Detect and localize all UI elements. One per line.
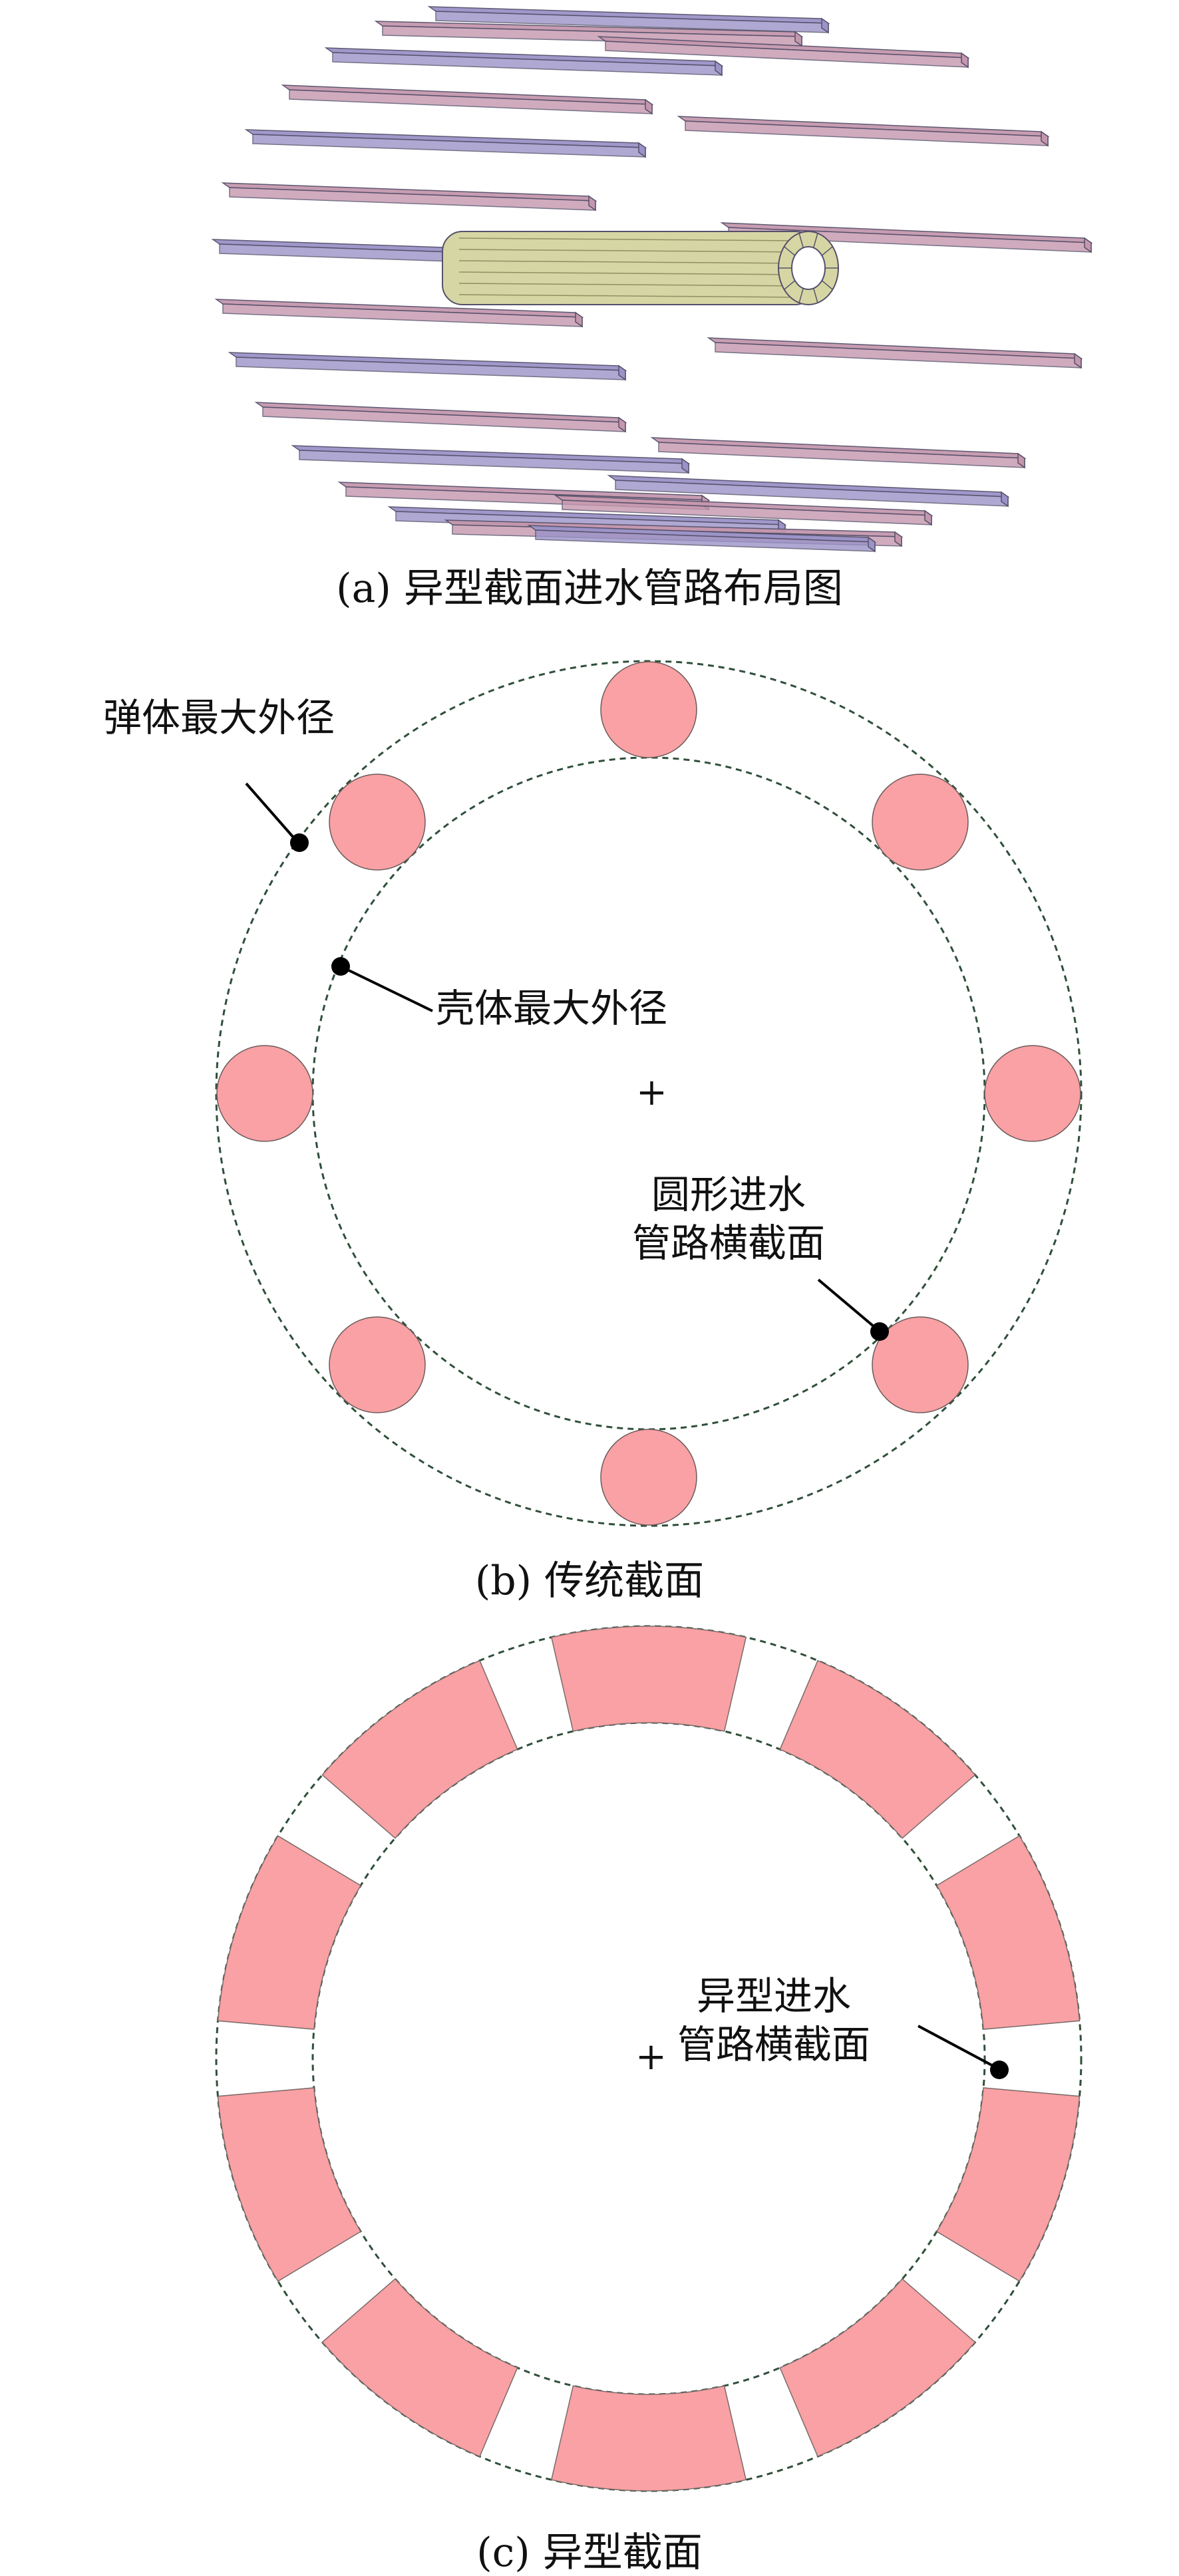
inlet-pipe-bar (707, 337, 1083, 369)
special-shaped-inlet-pipe-section (217, 1835, 362, 2030)
leader-line-outer (245, 782, 299, 844)
caption-a: (a) 异型截面进水管路布局图 (336, 565, 843, 612)
label-special-pipe-section-line2: 管路横截面 (677, 2021, 871, 2067)
circular-inlet-pipe-section (329, 1316, 426, 1413)
circular-inlet-pipe-section (984, 1045, 1081, 1142)
inlet-pipe-bar (291, 445, 691, 474)
inlet-pipe-bar (607, 475, 1010, 507)
leader-dot-outer (290, 833, 309, 852)
leader-line-shell (340, 965, 433, 1012)
inlet-pipe-bar (244, 129, 647, 158)
special-shaped-inlet-pipe-section (779, 2278, 976, 2458)
panel-c: 异型进水 管路横截面 + (c) 异型截面 (0, 1623, 1179, 2575)
label-special-pipe-section: 异型进水 管路横截面 (677, 1972, 870, 2069)
special-shaped-inlet-pipe-section (779, 1659, 976, 1839)
label-shell-max-outer-diameter: 壳体最大外径 (436, 986, 668, 1031)
special-shaped-cross-section-diagram (215, 1625, 1083, 2492)
circular-inlet-pipe-section (216, 1045, 313, 1142)
label-circular-pipe-section-line1: 圆形进水 (651, 1172, 806, 1217)
inlet-pipe-bar (221, 182, 597, 212)
special-shaped-inlet-pipe-section (550, 2385, 747, 2492)
special-shaped-inlet-pipe-section (935, 2087, 1081, 2282)
center-mark-c: + (635, 2035, 667, 2078)
label-circular-pipe-section: 圆形进水 管路横截面 (632, 1171, 825, 1267)
special-shaped-inlet-pipe-section (321, 1659, 518, 1839)
circular-inlet-pipe-section (872, 774, 969, 871)
circular-inlet-pipe-section (872, 1316, 969, 1413)
inlet-pipe-bar (324, 47, 724, 76)
center-mark-b: + (636, 1071, 667, 1114)
special-shaped-inlet-pipe-section (935, 1835, 1081, 2030)
inlet-pipe-bar (554, 495, 933, 526)
leader-dot-pipe (870, 1322, 889, 1341)
panel-b: 弹体最大外径 壳体最大外径 圆形进水 管路横截面 + (b) 传统截面 (0, 639, 1179, 1623)
leader-line-special-pipe (918, 2025, 999, 2070)
circular-inlet-pipe-section (329, 774, 426, 871)
inlet-pipe-bar (527, 525, 877, 553)
panel-a: (a) 异型截面进水管路布局图 (0, 0, 1179, 639)
circular-inlet-pipe-section (600, 661, 697, 758)
label-missile-max-outer-diameter: 弹体最大外径 (103, 695, 335, 740)
leader-dot-special-pipe (990, 2061, 1009, 2079)
inlet-pipe-bar (254, 402, 627, 433)
inlet-pipe-bar (650, 437, 1027, 469)
caption-c: (c) 异型截面 (476, 2529, 703, 2576)
special-shaped-inlet-pipe-section (321, 2278, 518, 2458)
caption-b: (b) 传统截面 (474, 1558, 705, 1604)
special-shaped-inlet-pipe-section (217, 2087, 362, 2282)
inlet-pipe-bar (228, 352, 627, 381)
inlet-pipe-bar (214, 299, 584, 328)
central-core-cylinder (442, 231, 839, 305)
leader-line-pipe (817, 1278, 880, 1332)
inlet-pipe-bar (597, 36, 970, 69)
circular-inlet-pipe-section (600, 1429, 697, 1526)
special-shaped-inlet-pipe-section (550, 1626, 747, 1732)
leader-dot-shell (331, 957, 350, 976)
inlet-pipe-bar (677, 116, 1050, 147)
pipe-layout-3d-illustration (211, 6, 1093, 553)
inlet-pipe-bar (427, 6, 830, 34)
traditional-cross-section-diagram (215, 660, 1083, 1527)
label-special-pipe-section-line1: 异型进水 (697, 1973, 852, 2019)
missile-max-outer-diameter-circle (215, 660, 1083, 1527)
label-circular-pipe-section-line2: 管路横截面 (632, 1220, 826, 1266)
inner-dashed-circle-c (311, 1721, 986, 2396)
inlet-pipe-bar (281, 84, 654, 115)
